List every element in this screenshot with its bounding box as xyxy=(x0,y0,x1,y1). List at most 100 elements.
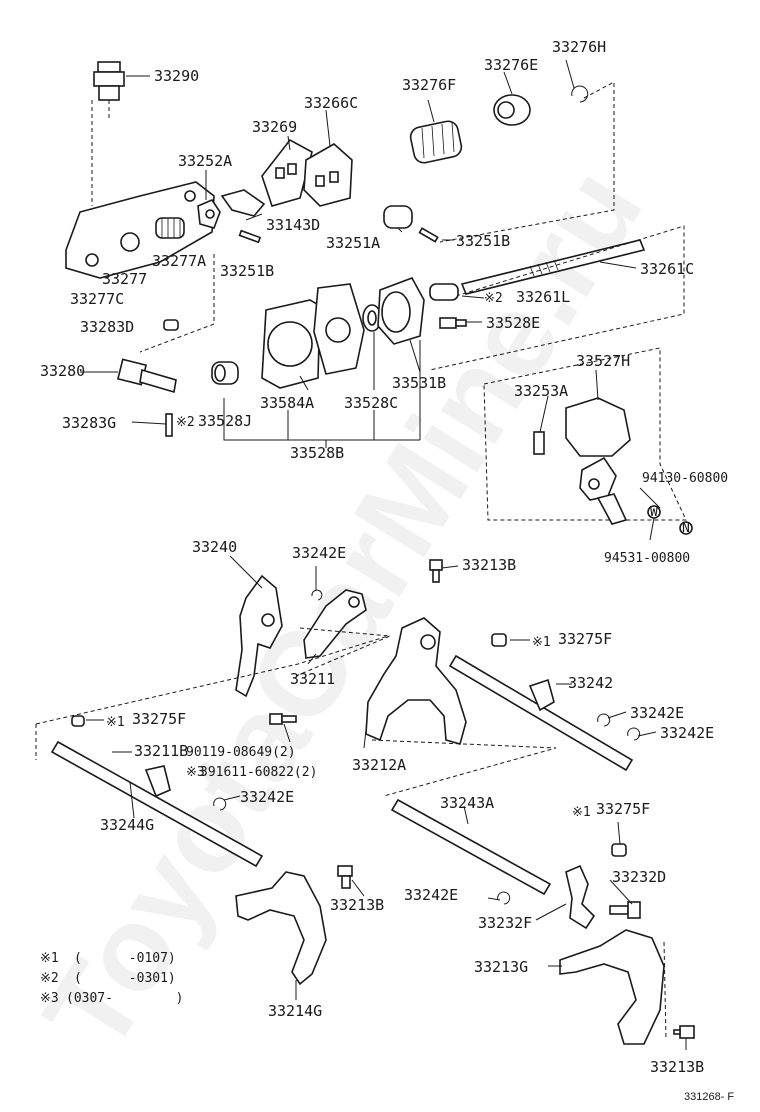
mark-m1-33275f-left: ※1 xyxy=(106,715,125,730)
label-33283g: 33283G xyxy=(62,414,116,432)
nut-33275f-right-part xyxy=(611,843,627,857)
knob-33527h-part xyxy=(565,397,631,457)
plug-33283d-part xyxy=(163,319,179,331)
mark-m3-391611: ※3 xyxy=(186,765,205,780)
bolt-90119-part xyxy=(269,713,297,725)
note-1-text: ( -0107) xyxy=(74,951,176,966)
bearing-33528c-part xyxy=(362,304,382,332)
label-33211b: 33211B xyxy=(134,742,188,760)
label-33232d: 33232D xyxy=(612,868,666,886)
label-33266c: 33266C xyxy=(304,94,358,112)
pin-33251b-upper-part xyxy=(418,227,439,243)
pin-33251b-part xyxy=(238,229,262,244)
label-33528b: 33528B xyxy=(290,444,344,462)
label-33213g: 33213G xyxy=(474,958,528,976)
label-33276e: 33276E xyxy=(484,56,538,74)
bushing-33261l-part xyxy=(429,283,459,301)
label-33528c: 33528C xyxy=(344,394,398,412)
fork-33213g-part xyxy=(559,929,667,1045)
part-labels: 33290 33276H 33276E 33276F 33266C 33269 … xyxy=(40,38,728,1076)
label-33277: 33277 xyxy=(102,270,147,288)
note-3-text: (0307- ) xyxy=(66,991,183,1006)
label-94531-00800: 94531-00800 xyxy=(604,551,690,566)
label-94130-60800: 94130-60800 xyxy=(642,471,728,486)
nut-33275f-part xyxy=(491,633,507,647)
label-33290: 33290 xyxy=(154,67,199,85)
fork-33214g-part xyxy=(235,871,327,986)
spring-33276f-part xyxy=(409,120,463,164)
label-33280: 33280 xyxy=(40,362,85,380)
washer-w-label: W xyxy=(650,505,658,520)
extension-housing-part xyxy=(261,283,365,389)
transmission-case-part xyxy=(65,181,215,279)
clip-33242e-left-part xyxy=(213,797,227,811)
clip-33242e-right-a-part xyxy=(597,713,611,727)
shaft-33243a-part xyxy=(390,798,552,896)
fork-33212a-part xyxy=(365,617,467,745)
label-33276h: 33276H xyxy=(552,38,606,56)
sleeve-33251a-part xyxy=(383,205,413,229)
nut-n-icon xyxy=(679,521,693,535)
housing-33531b-part xyxy=(377,277,425,345)
label-33214g: 33214G xyxy=(268,1002,322,1020)
lever-assembly-part xyxy=(579,456,628,525)
label-33213b-mid: 33213B xyxy=(330,896,384,914)
label-33243a: 33243A xyxy=(440,794,494,812)
cover-33266c-part xyxy=(303,143,353,207)
note-2-text: ( -0301) xyxy=(74,971,176,986)
bolt-33213b-part xyxy=(429,559,443,583)
bolt-33213b-bottom-part xyxy=(673,1025,695,1039)
bolt-33213b-mid-part xyxy=(337,865,353,889)
bolt-33232d-part xyxy=(609,901,641,919)
label-33242e-left: 33242E xyxy=(240,788,294,806)
label-33275f-mid: 33275F xyxy=(558,630,612,648)
label-33527h: 33527H xyxy=(576,352,630,370)
label-33212a: 33212A xyxy=(352,756,406,774)
label-33252a: 33252A xyxy=(178,152,232,170)
mark-m2-33528j: ※2 xyxy=(176,415,195,430)
nut-33275f-left-part xyxy=(71,715,85,727)
label-33242e-right-a: 33242E xyxy=(630,704,684,722)
label-90119-08649: 90119-08649(2) xyxy=(186,745,296,760)
lever-33240-part xyxy=(235,574,283,698)
nut-n-label: N xyxy=(682,521,690,536)
breather-plug-part xyxy=(93,61,125,120)
sensor-33280-part xyxy=(116,358,177,394)
label-33213b-bottom: 33213B xyxy=(650,1058,704,1076)
spring-33277a-part xyxy=(155,217,185,239)
footnotes: ※1 ( -0107) ※2 ( -0301) ※3 (0307- ) xyxy=(40,951,183,1006)
pin-33283g-part xyxy=(165,413,173,437)
label-33242e-right-b: 33242E xyxy=(660,724,714,742)
plate-33143d-part xyxy=(220,189,266,217)
label-33277a: 33277A xyxy=(152,252,206,270)
lever-33232f-part xyxy=(565,864,596,930)
label-33242e-lower: 33242E xyxy=(404,886,458,904)
label-33251a: 33251A xyxy=(326,234,380,252)
label-33528e: 33528E xyxy=(486,314,540,332)
shaft-33242-part xyxy=(448,654,634,772)
shaft-33261c-part xyxy=(460,239,646,295)
label-33269: 33269 xyxy=(252,118,297,136)
label-33277c: 33277C xyxy=(70,290,124,308)
label-33528j: 33528J xyxy=(198,412,252,430)
ring-33528j-part xyxy=(211,361,239,385)
label-391611-60822: 391611-60822(2) xyxy=(200,765,317,780)
label-33283d: 33283D xyxy=(80,318,134,336)
label-33211: 33211 xyxy=(290,670,335,688)
label-33242e-top: 33242E xyxy=(292,544,346,562)
snap-ring-33276h-part xyxy=(571,85,589,103)
label-33232f: 33232F xyxy=(478,914,532,932)
label-33244g: 33244G xyxy=(100,816,154,834)
seat-33276e-part xyxy=(493,94,531,126)
label-33276f: 33276F xyxy=(402,76,456,94)
mark-m1-33275f-mid: ※1 xyxy=(532,635,551,650)
bolt-33253a-part xyxy=(533,431,545,455)
label-33275f-right: 33275F xyxy=(596,800,650,818)
label-33275f-left: 33275F xyxy=(132,710,186,728)
bolt-33528e-part xyxy=(439,317,467,329)
label-33240: 33240 xyxy=(192,538,237,556)
mark-m2-33261l: ※2 xyxy=(484,291,503,306)
label-33531b: 33531B xyxy=(392,374,446,392)
